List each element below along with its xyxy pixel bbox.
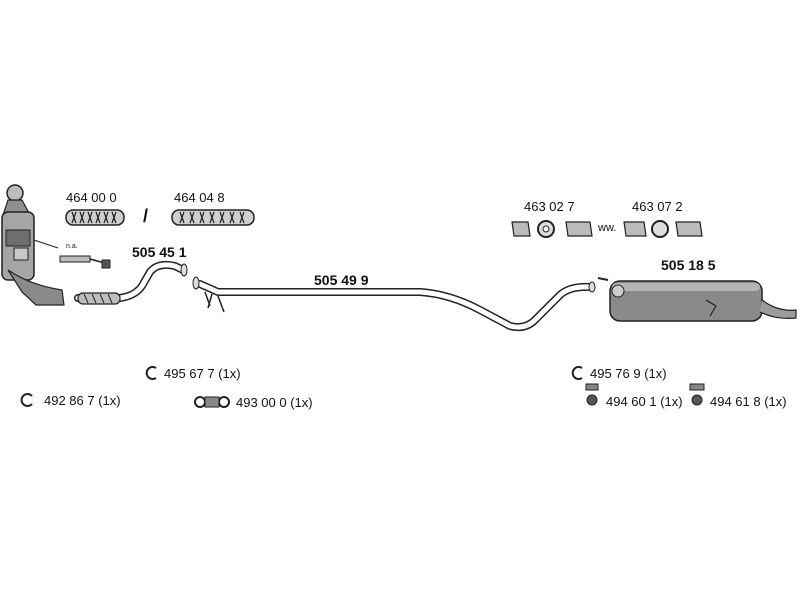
front-pipe bbox=[74, 260, 188, 305]
middle-pipe bbox=[192, 276, 596, 332]
label-clamp-right: 495 76 9 (1x) bbox=[590, 366, 667, 381]
catalytic-converter bbox=[1, 184, 65, 306]
label-ww-note: ww. bbox=[598, 222, 617, 234]
label-flex-pipe-b: 464 04 8 bbox=[174, 190, 225, 205]
label-connector-b: 463 07 2 bbox=[632, 199, 683, 214]
flex-pipe-a bbox=[65, 209, 125, 226]
label-rear-silencer: 505 18 5 bbox=[661, 257, 716, 273]
connector-a bbox=[511, 220, 593, 238]
separator-slash: / bbox=[143, 206, 149, 226]
label-na-note: n.a. bbox=[66, 243, 78, 250]
gasket-icon-mid bbox=[194, 396, 230, 408]
label-clamp-left: 492 86 7 (1x) bbox=[44, 393, 121, 408]
clamp-icon-right bbox=[571, 366, 583, 380]
clamp-icon-mid bbox=[145, 366, 157, 380]
connector-b bbox=[623, 220, 703, 238]
clamp-icon-left bbox=[20, 393, 33, 407]
mount-icon-b bbox=[689, 383, 705, 406]
label-front-pipe: 505 45 1 bbox=[132, 244, 187, 260]
label-middle-pipe: 505 49 9 bbox=[314, 272, 369, 288]
flex-pipe-b bbox=[171, 209, 255, 226]
label-gasket-mid: 493 00 0 (1x) bbox=[236, 395, 313, 410]
label-connector-a: 463 02 7 bbox=[524, 199, 575, 214]
lambda-sensor bbox=[59, 255, 111, 269]
label-mount-b: 494 61 8 (1x) bbox=[710, 394, 787, 409]
label-flex-pipe-a: 464 00 0 bbox=[66, 190, 117, 205]
label-clamp-mid: 495 67 7 (1x) bbox=[164, 366, 241, 381]
rear-silencer bbox=[597, 277, 797, 322]
label-mount-a: 494 60 1 (1x) bbox=[606, 394, 683, 409]
mount-icon-a bbox=[585, 383, 599, 406]
